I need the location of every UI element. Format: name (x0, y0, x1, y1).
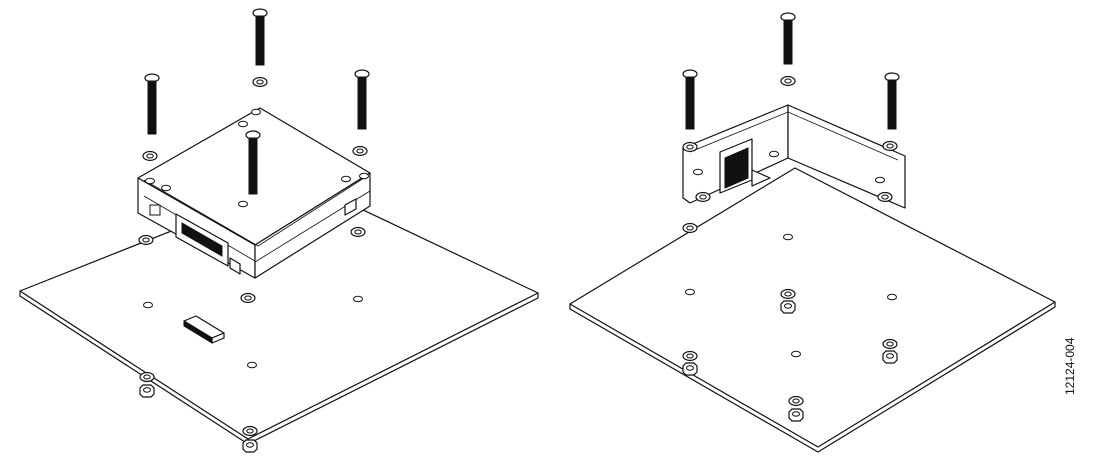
left-screw-washer (252, 76, 268, 88)
left-screw-washer (142, 150, 158, 162)
right-board-washer (682, 350, 698, 362)
right-board-nut (780, 300, 796, 314)
left-board-hole (353, 295, 363, 303)
right-board-washer (788, 395, 804, 407)
left-screw (144, 73, 160, 135)
right-board-nut (882, 350, 898, 364)
right-screw (884, 72, 900, 130)
left-board-washer (240, 292, 256, 304)
right-assembly-view (569, 12, 1056, 453)
right-screw-washer (780, 75, 796, 87)
right-screw (682, 69, 698, 130)
right-base-board (569, 167, 1056, 453)
left-board-washer (350, 226, 366, 238)
right-board-hole (685, 288, 695, 296)
left-screw (354, 69, 370, 130)
right-board-nut (682, 362, 698, 376)
right-board-washer (882, 338, 898, 350)
right-board-washer (780, 288, 796, 300)
left-bottom-nut (242, 439, 258, 453)
right-screw-washer (882, 140, 898, 152)
right-screw (780, 12, 796, 65)
left-board-washer (138, 234, 154, 246)
left-screw-washer (352, 145, 368, 157)
figure-id-label: 12124-004 (1063, 337, 1077, 395)
left-bottom-washer (242, 425, 258, 437)
right-board-hole (887, 293, 897, 301)
right-board-hole (791, 350, 801, 358)
right-board-hole (783, 233, 793, 241)
right-board-nut (788, 408, 804, 422)
left-screw (252, 8, 268, 66)
left-bottom-washer (139, 371, 155, 383)
left-board-connector (183, 315, 225, 344)
left-assembly-view (19, 8, 539, 453)
left-board-hole (143, 301, 153, 309)
right-screw-washer (682, 141, 698, 153)
right-module-frame (682, 104, 906, 234)
left-bottom-nut (139, 384, 155, 398)
left-board-hole (247, 361, 257, 369)
left-screw (245, 130, 261, 195)
